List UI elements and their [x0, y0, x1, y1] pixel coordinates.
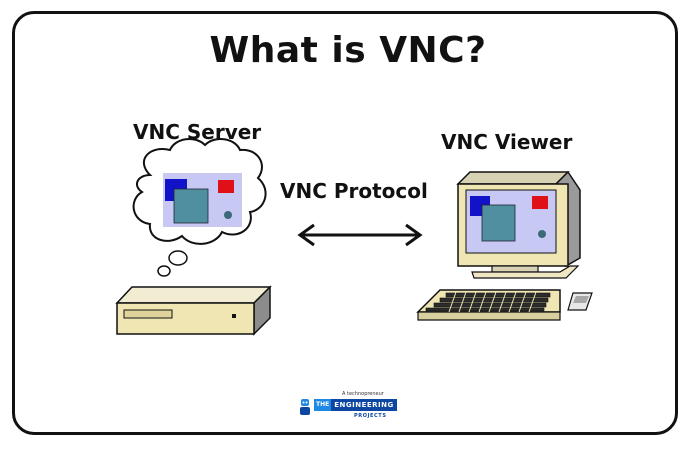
- robot-icon: [300, 399, 310, 415]
- diagram-frame: [12, 11, 678, 435]
- logo-word-the: THE: [314, 399, 332, 411]
- server-box-icon: [115, 285, 272, 336]
- logo-word-projects: PROJECTS: [354, 413, 387, 419]
- logo-tagline: A technopreneur: [342, 391, 384, 397]
- diagram-title: What is VNC?: [209, 30, 487, 71]
- brand-logo: A technopreneur THE ENGINEERING PROJECTS: [296, 391, 404, 425]
- protocol-arrow-icon: [297, 223, 423, 247]
- viewer-label: VNC Viewer: [441, 130, 573, 154]
- server-thought-cloud: [132, 138, 267, 277]
- protocol-label: VNC Protocol: [280, 179, 428, 203]
- viewer-keyboard-icon: [416, 289, 561, 321]
- logo-wordmark: THE ENGINEERING: [314, 399, 397, 411]
- viewer-monitor-icon: [456, 170, 581, 279]
- logo-word-engineering: ENGINEERING: [331, 399, 397, 411]
- viewer-mouse-icon: [567, 292, 593, 311]
